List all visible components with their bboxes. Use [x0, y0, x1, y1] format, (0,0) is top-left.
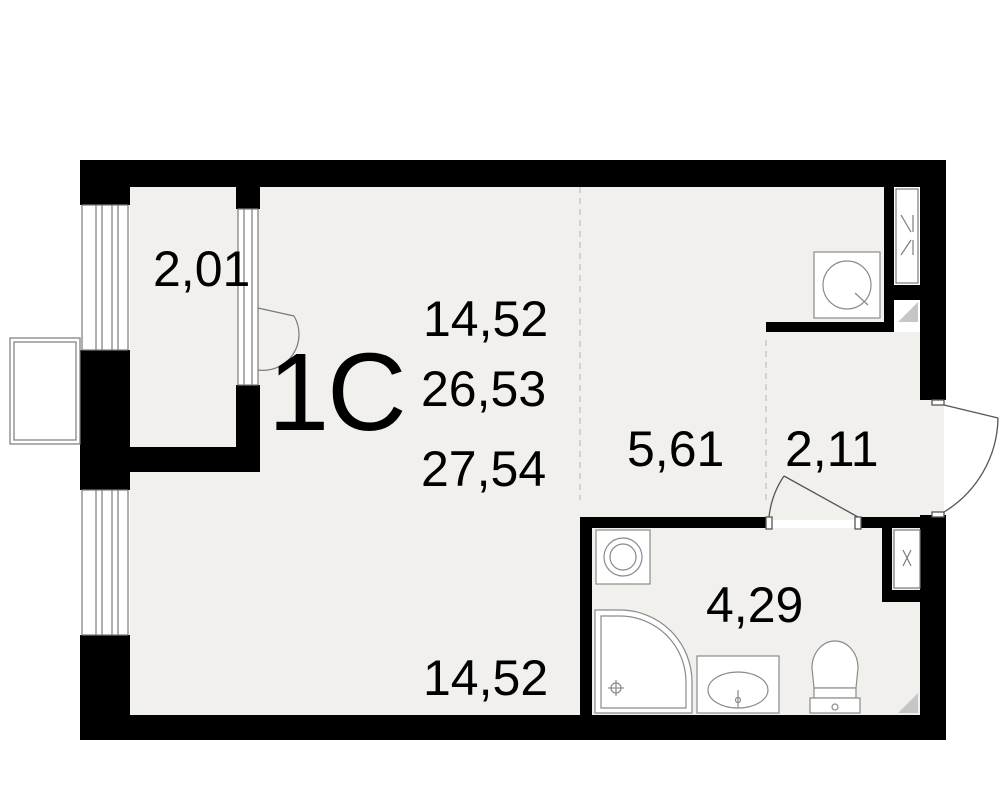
bathroom-top-wall-right [860, 517, 946, 528]
balcony-right-wall-upper [236, 187, 260, 209]
shaft2-wall-left [882, 517, 892, 602]
total-area-label: 26,53 [421, 361, 547, 417]
top-wall [80, 160, 946, 187]
outdoor-unit-icon [9, 337, 81, 445]
washing-machine-icon [813, 251, 881, 319]
sink-icon [696, 655, 780, 714]
kitchen-partition [766, 322, 894, 332]
shaft-wall-bottom [884, 285, 946, 300]
living-room-area-label: 14,52 [423, 650, 549, 706]
door-swing-icon [257, 307, 300, 371]
left-wall-bottom [80, 635, 130, 740]
balcony-floor [130, 187, 236, 447]
shaft2-wall-bottom [882, 590, 946, 602]
window-icon [81, 204, 259, 636]
shaft-wall-left [884, 187, 894, 332]
toilet-icon [809, 640, 861, 714]
apartment-type-label: 1С [268, 331, 407, 454]
right-wall-upper [920, 160, 946, 400]
zone-separators [579, 187, 767, 500]
floor-areas [130, 185, 944, 715]
bathroom-washing-machine-icon [595, 529, 651, 585]
shower-tray-icon [594, 609, 693, 714]
walls [80, 160, 946, 740]
balcony-right-wall-lower [236, 385, 260, 472]
bathroom-area-label: 4,29 [706, 577, 804, 633]
hallway-area-label: 2,11 [785, 421, 879, 477]
bathroom-top-wall [580, 517, 770, 528]
bathroom-door-icon [765, 475, 862, 530]
bottom-wall [80, 715, 946, 740]
left-wall-top [80, 160, 130, 205]
entrance-door-icon [931, 399, 999, 518]
vent-shaft-icon [893, 188, 921, 589]
bathroom-left-wall [580, 517, 592, 717]
right-wall-lower [920, 515, 946, 740]
kitchen-area-label: 5,61 [627, 421, 725, 477]
left-wall-middle [80, 350, 130, 490]
total-area-with-balcony-label: 27,54 [421, 441, 547, 497]
corner-markers [898, 302, 918, 713]
hallway-floor [766, 332, 944, 520]
balcony-area-label: 2,01 [153, 241, 251, 297]
living-area-label: 14,52 [423, 291, 549, 347]
